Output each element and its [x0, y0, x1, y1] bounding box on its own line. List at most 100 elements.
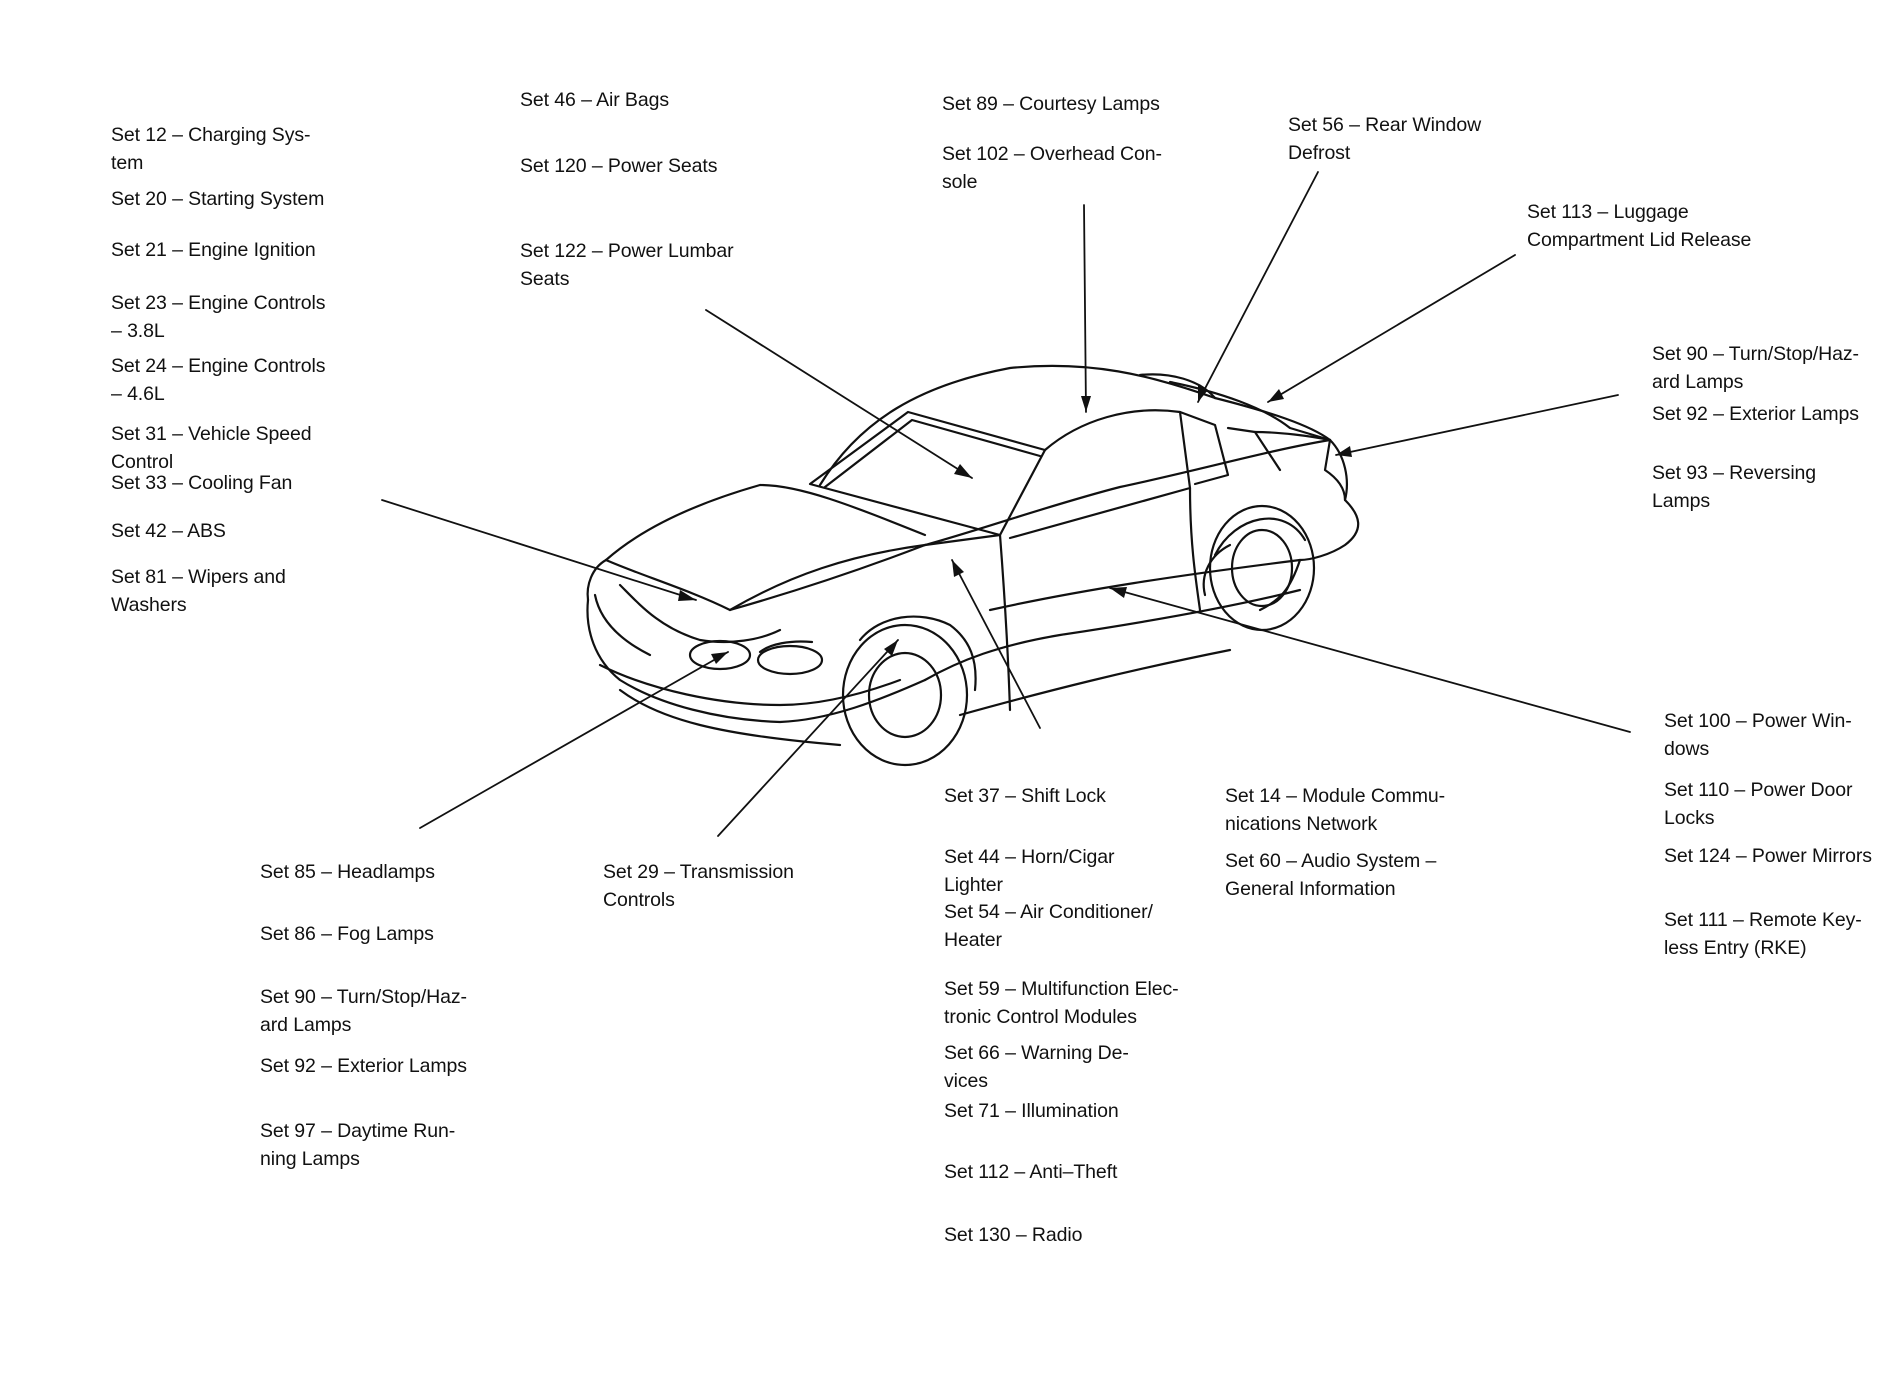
label-set102-overhead-console[interactable]: Set 102 – Overhead Con- sole [942, 140, 1162, 196]
label-line: Set 124 – Power Mirrors [1664, 845, 1872, 867]
label-set20-starting-system[interactable]: Set 20 – Starting System [111, 185, 324, 213]
label-set100-power-windows[interactable]: Set 100 – Power Win- dows [1664, 707, 1852, 763]
label-line: Set 24 – Engine Controls [111, 355, 326, 377]
label-line: General Information [1225, 878, 1396, 900]
label-line: Defrost [1288, 142, 1351, 164]
label-line: Set 31 – Vehicle Speed [111, 423, 312, 445]
leader-lines [381, 171, 1631, 837]
label-line: nications Network [1225, 813, 1378, 835]
label-set113-luggage-compartment-lid-release[interactable]: Set 113 – Luggage Compartment Lid Releas… [1527, 198, 1751, 254]
label-set24-engine-controls-4-6l[interactable]: Set 24 – Engine Controls – 4.6L [111, 352, 326, 408]
label-line: less Entry (RKE) [1664, 937, 1807, 959]
label-set89-courtesy-lamps[interactable]: Set 89 – Courtesy Lamps [942, 90, 1160, 118]
label-line: ning Lamps [260, 1148, 360, 1170]
label-line: Washers [111, 594, 187, 616]
label-set120-power-seats[interactable]: Set 120 – Power Seats [520, 152, 717, 180]
label-set29-transmission-controls[interactable]: Set 29 – Transmission Controls [603, 858, 794, 914]
label-line: sole [942, 171, 978, 193]
label-line: Set 113 – Luggage [1527, 201, 1689, 223]
label-line: Set 46 – Air Bags [520, 89, 669, 111]
label-line: Compartment Lid Release [1527, 229, 1752, 251]
label-set12-charging-system[interactable]: Set 12 – Charging Sys- tem [111, 121, 311, 177]
label-line: Set 20 – Starting System [111, 188, 325, 210]
label-set85-headlamps[interactable]: Set 85 – Headlamps [260, 858, 435, 886]
label-line: vices [944, 1070, 988, 1092]
label-line: Set 120 – Power Seats [520, 155, 718, 177]
label-set124-power-mirrors[interactable]: Set 124 – Power Mirrors [1664, 842, 1872, 870]
label-line: Set 12 – Charging Sys- [111, 124, 311, 146]
label-line: Set 92 – Exterior Lamps [260, 1055, 467, 1077]
label-set46-air-bags[interactable]: Set 46 – Air Bags [520, 86, 669, 114]
label-set60-audio-system-general-information[interactable]: Set 60 – Audio System – General Informat… [1225, 847, 1436, 903]
label-line: Locks [1664, 807, 1715, 829]
label-set93-reversing-lamps[interactable]: Set 93 – Reversing Lamps [1652, 459, 1816, 515]
label-set86-fog-lamps[interactable]: Set 86 – Fog Lamps [260, 920, 434, 948]
label-line: Set 37 – Shift Lock [944, 785, 1106, 807]
label-line: Set 85 – Headlamps [260, 861, 435, 883]
label-line: tronic Control Modules [944, 1006, 1137, 1028]
label-line: Set 60 – Audio System – [1225, 850, 1437, 872]
label-line: Set 29 – Transmission [603, 861, 794, 883]
label-line: Heater [944, 929, 1002, 951]
car-outline [586, 364, 1360, 767]
label-set81-wipers-and-washers[interactable]: Set 81 – Wipers and Washers [111, 563, 286, 619]
label-set122-power-lumbar-seats[interactable]: Set 122 – Power Lumbar Seats [520, 237, 734, 293]
label-line: ard Lamps [1652, 371, 1744, 393]
label-set111-remote-keyless-entry[interactable]: Set 111 – Remote Key- less Entry (RKE) [1664, 906, 1862, 962]
label-set33-cooling-fan[interactable]: Set 33 – Cooling Fan [111, 469, 292, 497]
label-set21-engine-ignition[interactable]: Set 21 – Engine Ignition [111, 236, 316, 264]
label-set44-horn-cigar-lighter[interactable]: Set 44 – Horn/Cigar Lighter [944, 843, 1115, 899]
label-set23-engine-controls-3-8l[interactable]: Set 23 – Engine Controls – 3.8L [111, 289, 326, 345]
label-line: Set 122 – Power Lumbar [520, 240, 734, 262]
label-set97-daytime-running-lamps[interactable]: Set 97 – Daytime Run- ning Lamps [260, 1117, 455, 1173]
label-line: Set 56 – Rear Window [1288, 114, 1482, 136]
label-line: dows [1664, 738, 1710, 760]
label-line: Controls [603, 889, 675, 911]
label-line: Set 66 – Warning De- [944, 1042, 1129, 1064]
label-line: Set 54 – Air Conditioner/ [944, 901, 1153, 923]
label-line: Set 86 – Fog Lamps [260, 923, 434, 945]
label-line: Lamps [1652, 490, 1711, 512]
label-set90-turn-stop-hazard-lamps-right[interactable]: Set 90 – Turn/Stop/Haz- ard Lamps [1652, 340, 1859, 396]
label-set92-exterior-lamps-left[interactable]: Set 92 – Exterior Lamps [260, 1052, 467, 1080]
label-set71-illumination[interactable]: Set 71 – Illumination [944, 1097, 1119, 1125]
label-line: Seats [520, 268, 570, 290]
label-set37-shift-lock[interactable]: Set 37 – Shift Lock [944, 782, 1106, 810]
label-set14-module-communications-network[interactable]: Set 14 – Module Commu- nications Network [1225, 782, 1445, 838]
label-set66-warning-devices[interactable]: Set 66 – Warning De- vices [944, 1039, 1129, 1095]
label-line: ard Lamps [260, 1014, 352, 1036]
label-line: Set 44 – Horn/Cigar [944, 846, 1115, 868]
label-line: Lighter [944, 874, 1003, 896]
label-set31-vehicle-speed-control[interactable]: Set 31 – Vehicle Speed Control [111, 420, 312, 476]
label-line: Set 90 – Turn/Stop/Haz- [260, 986, 467, 1008]
label-set112-anti-theft[interactable]: Set 112 – Anti–Theft [944, 1158, 1117, 1186]
label-set110-power-door-locks[interactable]: Set 110 – Power Door Locks [1664, 776, 1853, 832]
label-set59-multifunction-electronic-control-modules[interactable]: Set 59 – Multifunction Elec- tronic Cont… [944, 975, 1179, 1031]
label-line: Set 110 – Power Door [1664, 779, 1853, 801]
label-line: Set 93 – Reversing [1652, 462, 1817, 484]
label-line: Set 111 – Remote Key- [1664, 909, 1862, 931]
label-set92-exterior-lamps-right[interactable]: Set 92 – Exterior Lamps [1652, 400, 1859, 428]
label-set42-abs[interactable]: Set 42 – ABS [111, 517, 226, 545]
label-line: Set 112 – Anti–Theft [944, 1161, 1118, 1183]
label-set54-air-conditioner-heater[interactable]: Set 54 – Air Conditioner/ Heater [944, 898, 1153, 954]
label-line: Set 102 – Overhead Con- [942, 143, 1162, 165]
label-line: Set 23 – Engine Controls [111, 292, 326, 314]
label-line: Set 130 – Radio [944, 1224, 1083, 1246]
label-line: Control [111, 451, 174, 473]
label-line: Set 89 – Courtesy Lamps [942, 93, 1160, 115]
label-line: – 3.8L [111, 320, 165, 342]
label-set56-rear-window-defrost[interactable]: Set 56 – Rear Window Defrost [1288, 111, 1481, 167]
label-set130-radio[interactable]: Set 130 – Radio [944, 1221, 1082, 1249]
label-line: Set 81 – Wipers and [111, 566, 286, 588]
label-line: tem [111, 152, 144, 174]
label-set90-turn-stop-hazard-lamps-left[interactable]: Set 90 – Turn/Stop/Haz- ard Lamps [260, 983, 467, 1039]
label-line: Set 33 – Cooling Fan [111, 472, 293, 494]
label-line: – 4.6L [111, 383, 165, 405]
label-line: Set 59 – Multifunction Elec- [944, 978, 1179, 1000]
label-line: Set 90 – Turn/Stop/Haz- [1652, 343, 1859, 365]
label-line: Set 71 – Illumination [944, 1100, 1119, 1122]
label-line: Set 21 – Engine Ignition [111, 239, 316, 261]
